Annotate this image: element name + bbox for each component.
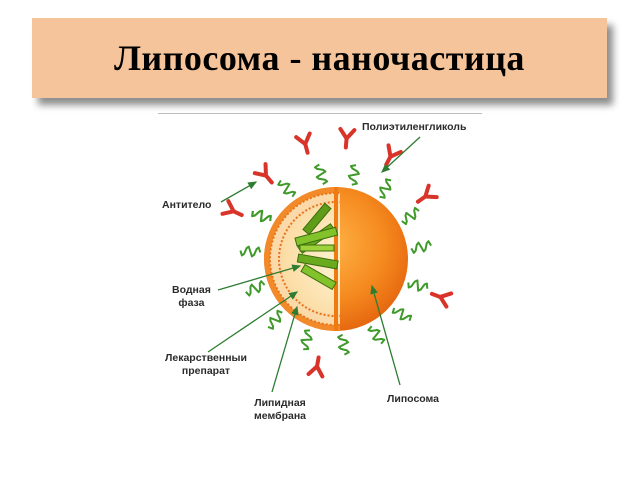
peg-coils (239, 163, 432, 356)
label-drug-line2: препарат (181, 365, 231, 377)
antibody (294, 131, 312, 155)
antibody (306, 355, 325, 379)
arrow-peg (381, 136, 421, 173)
peg-coil (410, 240, 432, 254)
arrow-drug (207, 291, 299, 353)
page-title: Липосома - наночастица (114, 38, 525, 78)
antibody-group (220, 126, 454, 379)
label-lipid-membrane-line2: мембрана (254, 410, 307, 422)
antibody (384, 143, 403, 167)
peg-coil (314, 163, 329, 186)
peg-coil (239, 245, 262, 258)
label-lipid-membrane-line1: Липидная (254, 397, 306, 409)
peg-coil (379, 178, 392, 199)
label-aqueous-phase: Водная фаза (172, 284, 211, 310)
antibody (429, 291, 454, 309)
label-drug: Лекарственныи препарат (165, 352, 247, 378)
arrow-liposome (370, 284, 401, 386)
peg-coil (391, 307, 413, 322)
label-aqueous-phase-line2: фаза (178, 297, 205, 309)
label-peg: Полиэтиленгликоль (362, 121, 467, 133)
arrow-antibody (220, 181, 258, 203)
peg-coil (267, 309, 283, 330)
leader-arrows (207, 136, 421, 393)
arrow-aqueous-phase (217, 264, 302, 291)
peg-coil (367, 325, 386, 345)
label-drug-line1: Лекарственныи (165, 352, 247, 364)
figure-top-rule (158, 113, 482, 114)
cutaway-edge (334, 187, 338, 331)
peg-coil (401, 206, 420, 226)
peg-coil (245, 280, 266, 297)
label-lipid-membrane: Липидная мембрана (254, 397, 306, 423)
label-liposome: Липосома (387, 393, 440, 405)
antibody (338, 126, 357, 150)
arrow-lipid-membrane (271, 305, 299, 393)
peg-coil (300, 329, 313, 351)
liposome-sphere (264, 187, 408, 331)
antibody (415, 183, 439, 204)
label-aqueous-phase-line1: Водная (172, 284, 211, 296)
peg-coil (407, 279, 429, 292)
title-banner: Липосома - наночастица (32, 18, 607, 98)
antibody (220, 199, 244, 218)
antibody (252, 162, 274, 185)
peg-coil (251, 209, 272, 223)
label-antibody: Антитело (162, 199, 212, 211)
drug-crystals (294, 202, 339, 291)
peg-coil (347, 164, 360, 186)
peg-coil (337, 333, 350, 356)
peg-coil (277, 179, 297, 198)
